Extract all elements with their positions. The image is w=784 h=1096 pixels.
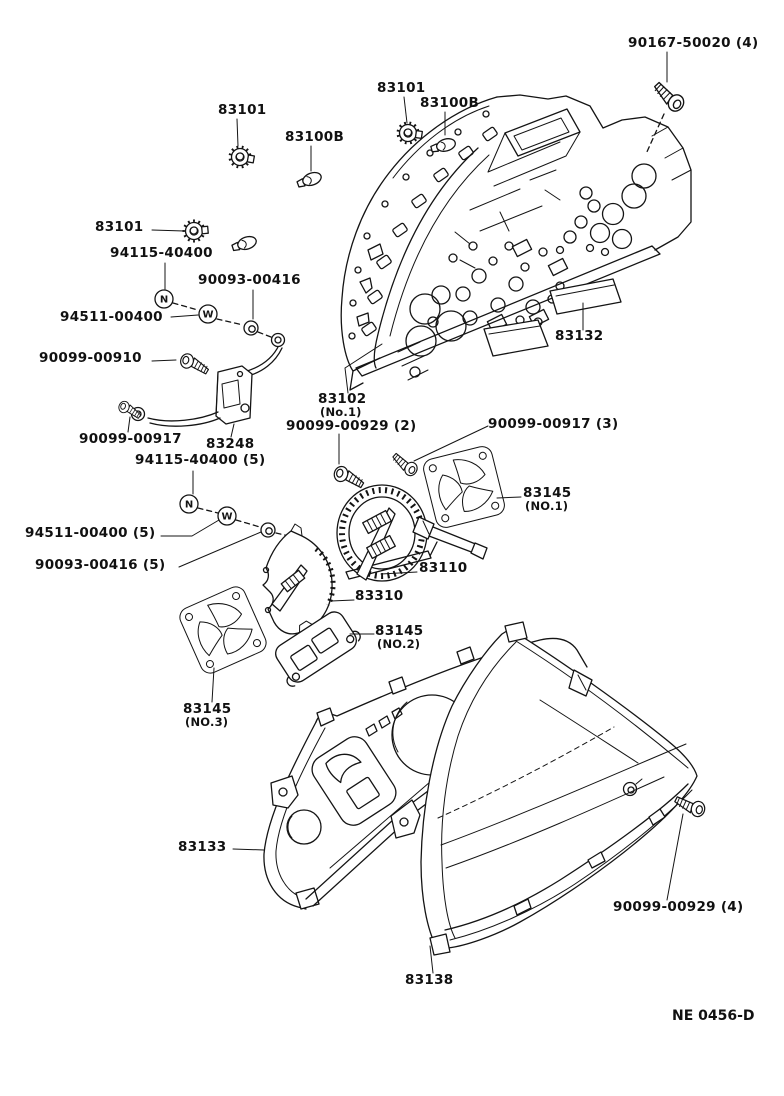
- part-label-83101-mid: 83101: [377, 80, 426, 96]
- part-label-83100b-right: 83100B: [420, 95, 480, 111]
- grommet-symbol-1: [243, 320, 259, 336]
- svg-text:W: W: [202, 310, 213, 321]
- part-label-83132: 83132: [555, 328, 604, 344]
- part-label-90093-00416: 90093-00416: [198, 272, 301, 288]
- drawing-code: NE 0456-D: [672, 1008, 755, 1024]
- screw-90167-50020-icon: [645, 81, 688, 155]
- part-label-83102: 83102(No.1): [318, 391, 367, 420]
- svg-text:N: N: [160, 295, 168, 306]
- part-label-94511-00400-5: 94511-00400 (5): [25, 525, 156, 541]
- assembly-dashed-line-1: [172, 302, 272, 338]
- meter-housing-83133-drawing: [263, 637, 588, 910]
- plate-83145-no1-drawing: [420, 444, 507, 529]
- speedometer-83110-drawing: [336, 484, 488, 582]
- screw-90099-00910-icon: [178, 351, 212, 375]
- part-label-83101-top: 83101: [218, 102, 267, 118]
- part-label-94115-40400-5: 94115-40400 (5): [135, 452, 266, 468]
- part-label-90093-00416-5: 90093-00416 (5): [35, 557, 166, 573]
- plate-83145-no3-drawing: [175, 584, 269, 677]
- screw-90099-00929-2-icon: [331, 464, 367, 489]
- meter-lens-83138-drawing: [420, 621, 698, 956]
- part-label-94511-00400: 94511-00400: [60, 309, 163, 325]
- part-label-83248: 83248: [206, 436, 255, 452]
- part-label-83145-no1: 83145(NO.1): [523, 485, 572, 514]
- part-label-90167-50020: 90167-50020 (4): [628, 35, 759, 51]
- bulb-83100b-left-icon: [295, 169, 324, 191]
- bulb-83100b-right-icon: [429, 136, 458, 156]
- nut-symbol-1: N: [154, 289, 174, 309]
- part-label-90099-00929-2: 90099-00929 (2): [286, 418, 417, 434]
- washer-symbol-1: W: [198, 304, 218, 324]
- part-label-90099-00917-3: 90099-00917 (3): [488, 416, 619, 432]
- washer-symbol-2: W: [217, 506, 237, 526]
- meter-case-83132-drawing: [355, 94, 692, 381]
- wire-bracket-83248-drawing: [130, 332, 286, 427]
- leader-lines: [127, 51, 684, 974]
- part-label-90099-00917: 90099-00917: [79, 431, 182, 447]
- part-label-83110: 83110: [419, 560, 468, 576]
- part-label-83310: 83310: [355, 588, 404, 604]
- nut-symbol-2: N: [179, 494, 199, 514]
- part-label-94115-40400: 94115-40400: [110, 245, 213, 261]
- bulb-socket-83101-top-icon: [226, 143, 258, 171]
- part-label-83145-no3: 83145(NO.3): [183, 701, 232, 730]
- part-label-83138: 83138: [405, 972, 454, 988]
- gauge-83310-drawing: [262, 523, 336, 635]
- svg-text:N: N: [185, 500, 193, 511]
- part-label-83133: 83133: [178, 839, 227, 855]
- part-label-83145-no2: 83145(NO.2): [375, 623, 424, 652]
- part-label-90099-00929-4: 90099-00929 (4): [613, 899, 744, 915]
- plate-83145-no2-drawing: [275, 611, 361, 687]
- circuit-plate-83102-drawing: [340, 96, 498, 391]
- bulb-83101-lower-bulb-icon: [230, 233, 259, 254]
- part-label-90099-00910: 90099-00910: [39, 350, 142, 366]
- grommet-symbol-2: [260, 522, 276, 538]
- screw-90099-00929-4-icon: [672, 795, 707, 819]
- svg-text:W: W: [221, 512, 232, 523]
- part-label-83101-lower: 83101: [95, 219, 144, 235]
- screw-90099-00917-3-icon: [388, 452, 420, 479]
- part-label-83100b-left: 83100B: [285, 129, 345, 145]
- bulb-socket-83101-lower-icon: [181, 218, 211, 244]
